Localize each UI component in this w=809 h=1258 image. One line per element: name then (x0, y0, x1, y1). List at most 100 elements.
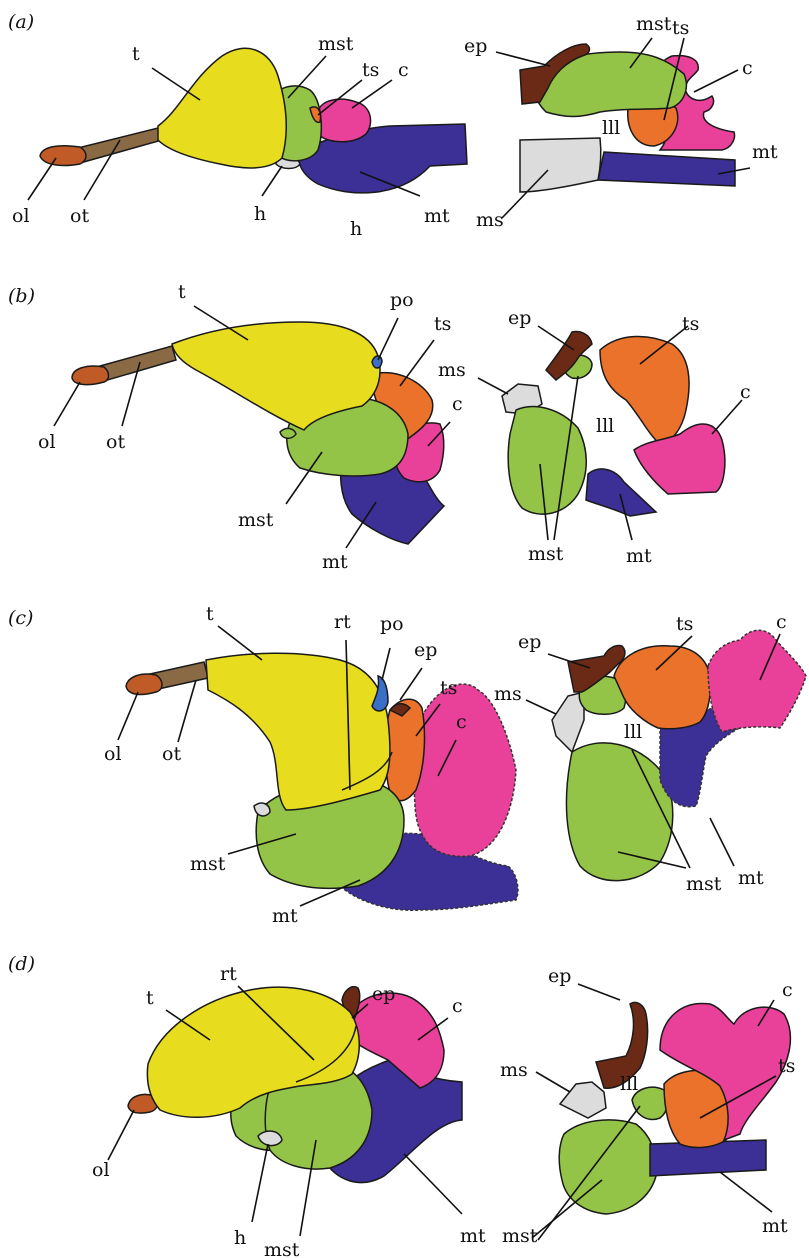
label: mt (738, 867, 764, 889)
region-cerebellum (708, 630, 806, 732)
panel-d-tag: (d) (8, 953, 35, 975)
region-tectum (566, 743, 672, 881)
label: ol (12, 205, 30, 227)
label: c (452, 393, 463, 415)
panel-c-sagittal (552, 630, 806, 880)
label: ep (414, 639, 437, 661)
label: mst (190, 853, 226, 875)
panel-c-tag: (c) (8, 607, 33, 629)
label: mt (322, 551, 348, 573)
label: c (776, 611, 787, 633)
label: mt (424, 205, 450, 227)
region-hypophysis (254, 803, 270, 816)
label: mst (502, 1225, 538, 1247)
label: ts (440, 677, 457, 699)
label: ts (778, 1055, 795, 1077)
label: ms (500, 1059, 528, 1081)
label: ms (438, 359, 466, 381)
label: c (398, 59, 409, 81)
region-cerebellum (315, 99, 370, 142)
region-olfactory-lobe (126, 674, 162, 694)
panel-a-tag: (a) (8, 11, 34, 33)
region-cerebellum (414, 684, 516, 856)
region-torus (614, 646, 710, 729)
label: h (350, 218, 362, 240)
label: mt (752, 141, 778, 163)
label: mst (264, 1239, 300, 1258)
label: lll (596, 415, 614, 437)
label: mt (626, 545, 652, 567)
label: ts (362, 59, 379, 81)
panel-d-sagittal (559, 1002, 790, 1214)
panel-a-sagittal-labels: ep mst ts c lll ms mt (464, 13, 778, 231)
label: ts (676, 613, 693, 635)
label: c (782, 979, 793, 1001)
label: mst (686, 873, 722, 895)
panel-b-tag: (b) (8, 285, 35, 307)
region-olfactory-lobe (40, 146, 86, 166)
label: ts (682, 313, 699, 335)
region-medulla (598, 152, 735, 186)
region-telencephalon (206, 653, 390, 810)
label: ot (70, 205, 89, 227)
label: mt (460, 1225, 486, 1247)
label: ep (508, 307, 531, 329)
label: ot (162, 743, 181, 765)
label: lll (624, 721, 642, 743)
label: mst (636, 13, 672, 35)
label: ot (106, 431, 125, 453)
label: ep (548, 965, 571, 987)
region-ms (552, 692, 584, 752)
panel-a-sagittal (520, 44, 735, 192)
label: t (146, 987, 154, 1009)
label: c (452, 995, 463, 1017)
label: lll (620, 1073, 638, 1095)
label: h (254, 203, 266, 225)
panel-b: (b) t po ts c ol ot (8, 281, 751, 573)
region-cerebellum (634, 424, 725, 494)
label: mst (528, 543, 564, 565)
panel-d: (d) rt ep t c ol h (8, 953, 795, 1258)
label: c (742, 57, 753, 79)
label: ms (494, 683, 522, 705)
label: ms (476, 209, 504, 231)
label: t (206, 603, 214, 625)
label: ol (38, 431, 56, 453)
label: po (390, 289, 414, 311)
region-olfactory-lobe (72, 366, 109, 385)
label: ol (104, 743, 122, 765)
label: h (234, 1227, 246, 1249)
panel-a: (a) t mst ts c ol (8, 11, 778, 240)
label: lll (602, 117, 620, 139)
region-olfactory-tract (78, 128, 162, 163)
label: mst (318, 33, 354, 55)
label: c (740, 381, 751, 403)
label: ep (464, 35, 487, 57)
label: mst (238, 509, 274, 531)
label: rt (220, 963, 237, 985)
label: ts (672, 17, 689, 39)
region-preoptic (372, 356, 382, 368)
label: t (132, 43, 140, 65)
region-medulla (586, 469, 656, 516)
panel-c: (c) t rt (8, 603, 806, 927)
region-ms (560, 1082, 606, 1118)
panel-c-lateral (126, 653, 518, 910)
region-ms (520, 138, 601, 192)
label: rt (334, 611, 351, 633)
region-tectum (508, 407, 586, 515)
label: c (456, 711, 467, 733)
label: po (380, 613, 404, 635)
region-telencephalon (158, 48, 286, 168)
label: ep (518, 631, 541, 653)
region-hypophysis (280, 428, 296, 438)
label: ol (92, 1159, 110, 1181)
region-tectum (559, 1120, 656, 1214)
region-olfactory-tract (100, 346, 176, 381)
label: mt (762, 1215, 788, 1237)
label: ep (372, 983, 395, 1005)
panel-d-lateral (128, 987, 462, 1183)
label: ts (434, 313, 451, 335)
label: t (178, 281, 186, 303)
